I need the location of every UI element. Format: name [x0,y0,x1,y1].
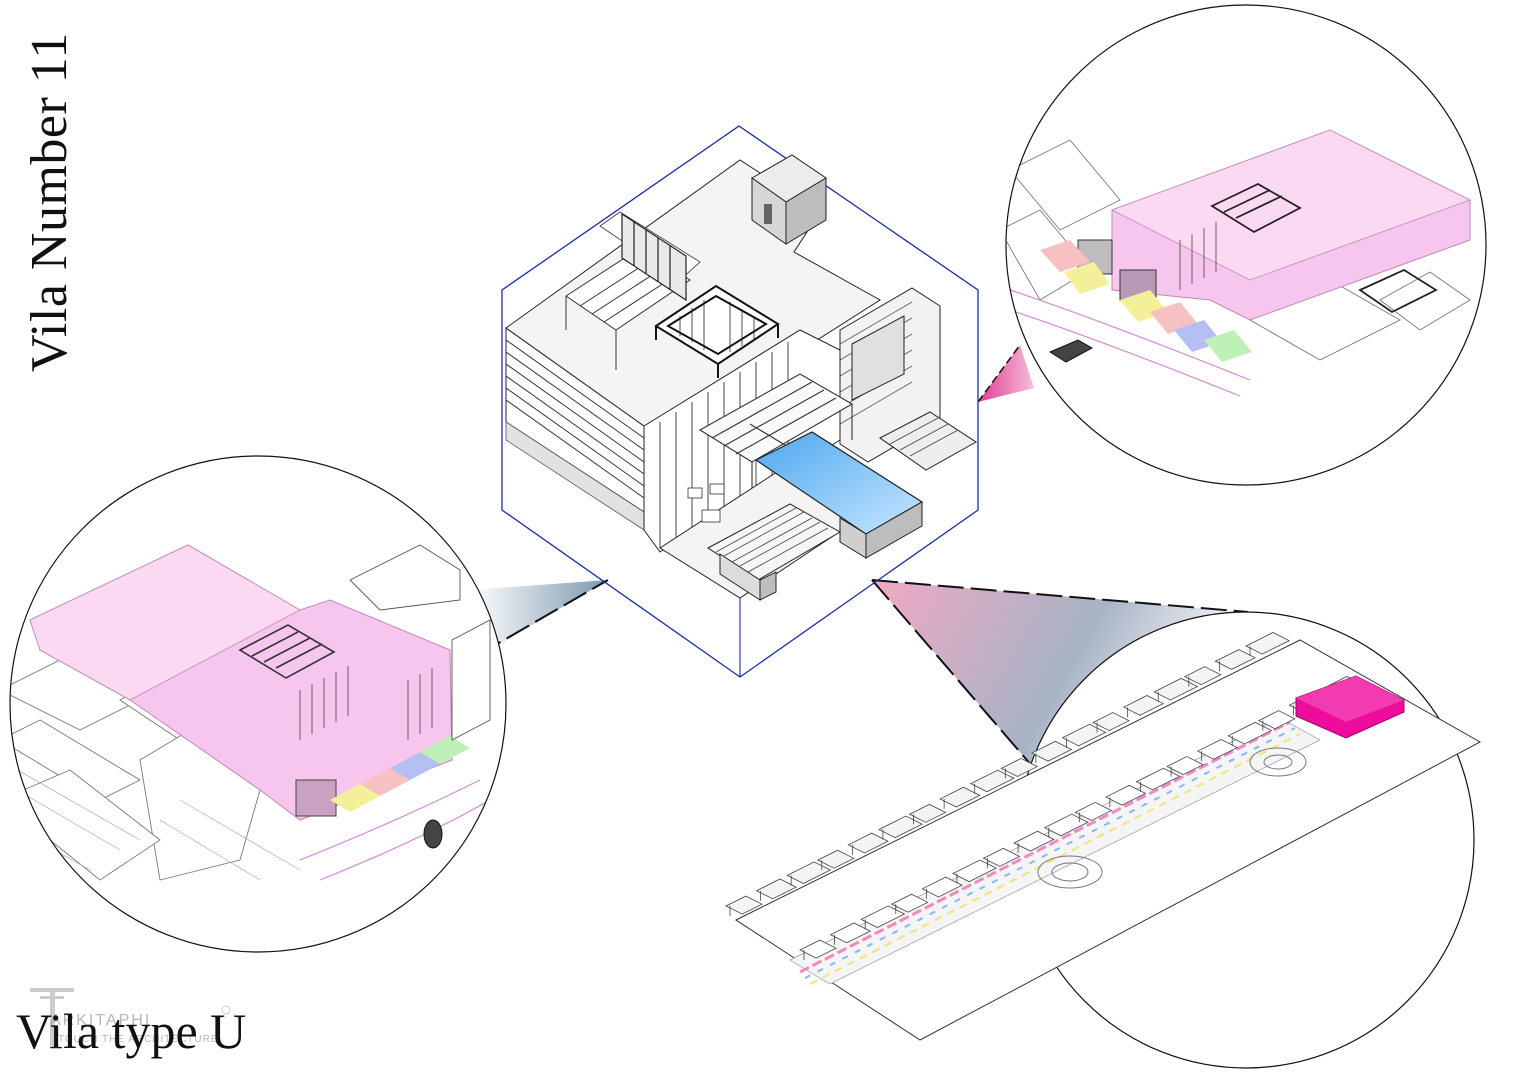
villa-number-title: Vila Number 11 [21,32,78,372]
villa-isometric [501,125,979,678]
detail-circle-left [9,455,507,953]
car-icon [423,819,443,849]
connector-left [470,579,609,657]
connector-top-right [977,344,1034,403]
car-icon [1048,339,1094,363]
watermark-brand: ARKITAPHI [50,1012,152,1029]
arkitaphi-logo-icon [30,988,231,1048]
site-plan-isometric [725,611,1482,1069]
villa-type-title: Vila type U [16,1003,247,1059]
connector-bottom [871,579,1249,781]
watermark-tagline: TOUCH THE ARCHITECTURE [58,1034,219,1045]
detail-circle-top-right [1005,4,1487,486]
